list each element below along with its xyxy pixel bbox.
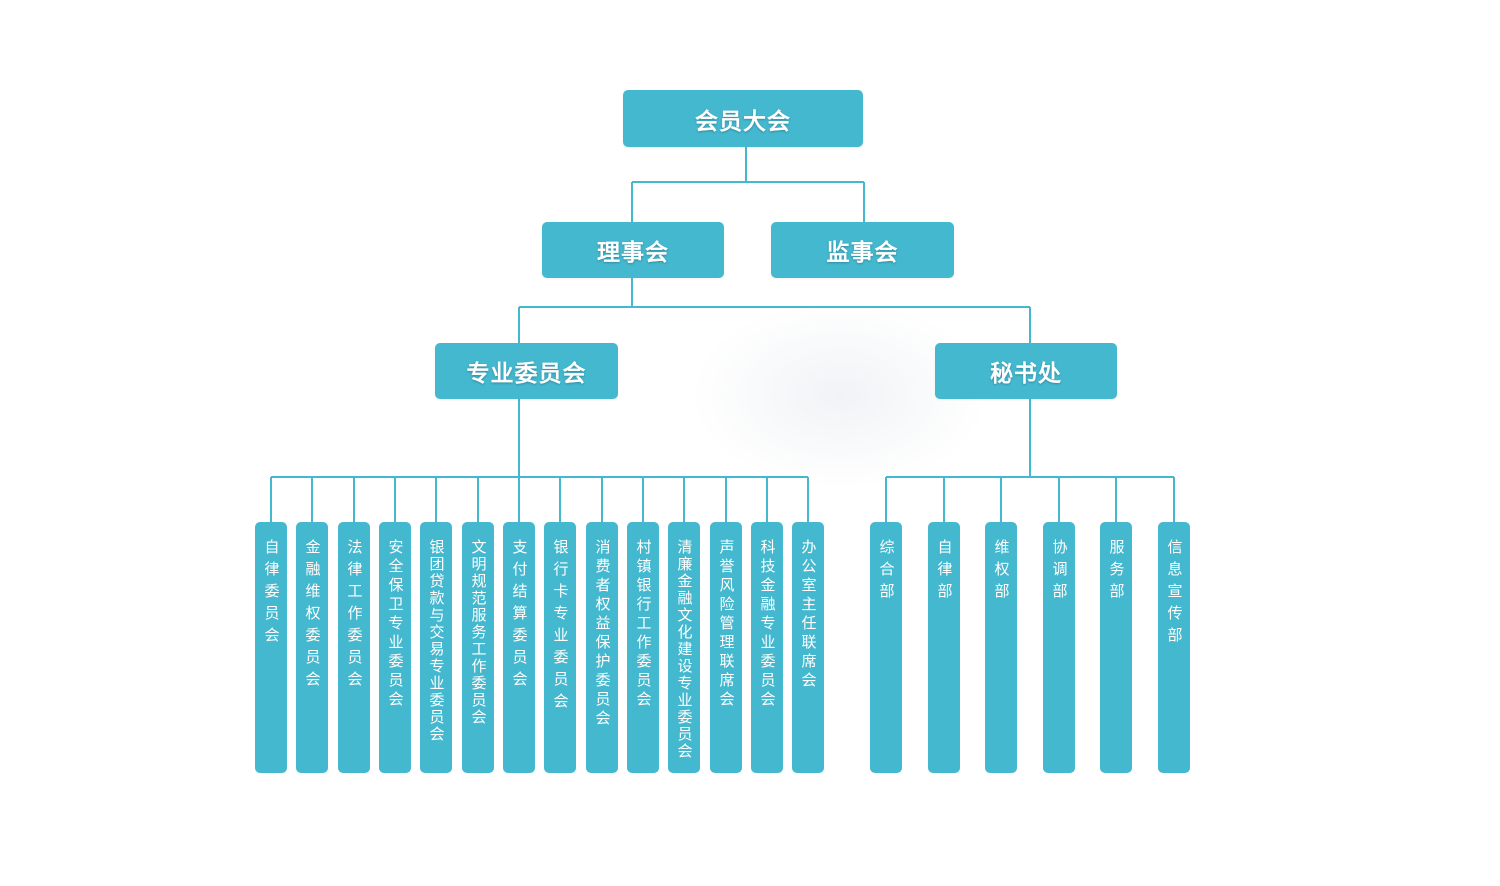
committee-item-label: 安全保卫专业委员会 [386,539,405,710]
node-general-assembly-label: 会员大会 [695,108,791,135]
committee-item-label: 清廉金融文化建设专业委员会 [675,539,694,760]
secretariat-item-label: 综合部 [877,539,896,605]
node-secretariat-label: 秘书处 [990,361,1062,387]
secretariat-item-label: 协调部 [1050,539,1069,605]
secretariat-item-label: 维权部 [992,539,1011,605]
committee-item-label: 办公室主任联席会 [799,539,818,691]
node-supervisory-board: 监事会 [771,222,954,278]
committee-item: 安全保卫专业委员会 [379,522,411,773]
secretariat-item: 综合部 [870,522,902,773]
committee-item-label: 金融维权委员会 [303,539,322,693]
committee-item-label: 消费者权益保护委员会 [593,539,612,729]
committee-item: 法律工作委员会 [338,522,370,773]
committee-item-label: 法律工作委员会 [345,539,364,693]
committee-item: 银行卡专业委员会 [544,522,576,773]
node-board: 理事会 [542,222,724,278]
secretariat-item-label: 自律部 [935,539,954,605]
secretariat-item: 协调部 [1043,522,1075,773]
committee-item-label: 文明规范服务工作委员会 [469,539,488,726]
committee-item: 自律委员会 [255,522,287,773]
committee-item: 银团贷款与交易专业委员会 [420,522,452,773]
committee-item-label: 村镇银行工作委员会 [634,539,653,710]
committee-item-label: 声誉风险管理联席会 [717,539,736,710]
committee-item-label: 银行卡专业委员会 [551,539,570,715]
committee-item: 声誉风险管理联席会 [710,522,742,773]
node-professional-committees-label: 专业委员会 [466,361,587,387]
node-supervisory-board-label: 监事会 [826,240,899,266]
committee-item: 清廉金融文化建设专业委员会 [668,522,700,773]
committee-item-label: 支付结算委员会 [510,539,529,693]
node-professional-committees: 专业委员会 [435,343,618,399]
node-board-label: 理事会 [597,240,669,266]
secretariat-item: 维权部 [985,522,1017,773]
committee-item: 支付结算委员会 [503,522,535,773]
committee-item: 金融维权委员会 [296,522,328,773]
committee-item: 文明规范服务工作委员会 [462,522,494,773]
node-general-assembly: 会员大会 [623,90,863,147]
committee-item: 科技金融专业委员会 [751,522,783,773]
secretariat-item-label: 信息宣传部 [1165,539,1184,649]
node-secretariat: 秘书处 [935,343,1117,399]
committee-item: 村镇银行工作委员会 [627,522,659,773]
secretariat-item: 自律部 [928,522,960,773]
committee-item: 消费者权益保护委员会 [586,522,618,773]
secretariat-item: 服务部 [1100,522,1132,773]
committee-item-label: 银团贷款与交易专业委员会 [427,539,446,743]
secretariat-item: 信息宣传部 [1158,522,1190,773]
committee-item-label: 科技金融专业委员会 [758,539,777,710]
committee-item: 办公室主任联席会 [792,522,824,773]
committee-item-label: 自律委员会 [262,539,281,649]
secretariat-item-label: 服务部 [1107,539,1126,605]
